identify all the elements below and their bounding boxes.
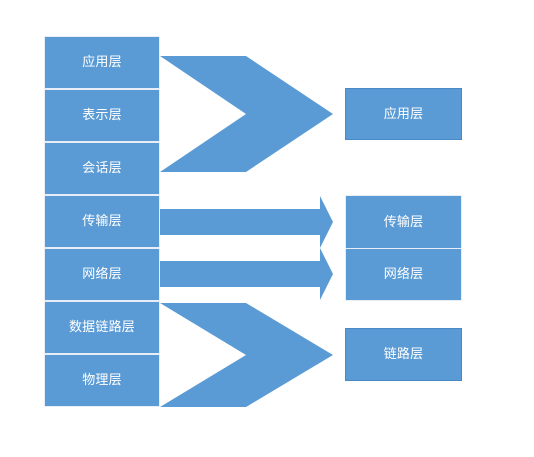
- osi-layer-application: 应用层: [44, 36, 160, 89]
- tcpip-layer-network: 网络层: [345, 248, 462, 301]
- chevron-arrow-application: [160, 56, 333, 172]
- tcpip-layer-application: 应用层: [345, 88, 462, 140]
- osi-layer-physical: 物理层: [44, 354, 160, 407]
- straight-arrow-network: [160, 248, 333, 300]
- chevron-arrow-link: [160, 303, 333, 407]
- osi-layer-presentation: 表示层: [44, 89, 160, 142]
- osi-layer-data-link: 数据链路层: [44, 301, 160, 354]
- tcpip-layer-link: 链路层: [345, 328, 462, 381]
- osi-layer-session: 会话层: [44, 142, 160, 195]
- straight-arrow-transport: [160, 196, 333, 248]
- tcpip-layer-transport: 传输层: [345, 195, 462, 249]
- osi-layer-transport: 传输层: [44, 195, 160, 248]
- osi-layer-network: 网络层: [44, 248, 160, 301]
